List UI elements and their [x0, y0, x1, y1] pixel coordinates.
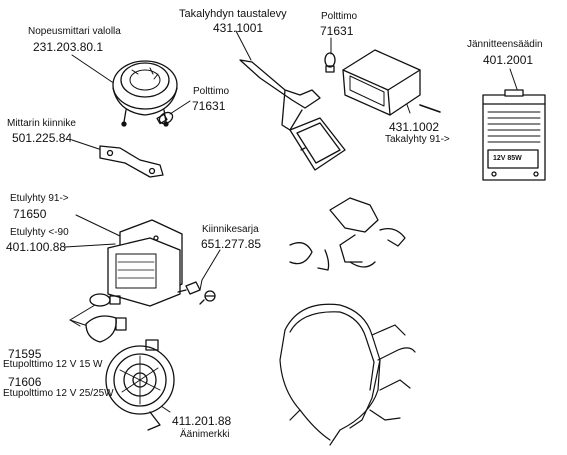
meter-bracket-title: Mittarin kiinnike [7, 118, 76, 129]
horn-title: Äänimerkki [180, 429, 230, 440]
bulb15-code: 71595 [8, 347, 42, 361]
horn-code: 411.201.88 [172, 414, 232, 428]
rear-plate-illustration [239, 59, 346, 171]
mount-kit-illustration [177, 281, 216, 305]
regulator-title: Jännitteensäädin [467, 39, 543, 50]
bulb1-code: 71631 [192, 99, 226, 113]
bulb1-title: Polttimo [193, 86, 230, 97]
speedometer-illustration [112, 60, 178, 127]
speedometer-title: Nopeusmittari valolla [28, 26, 121, 37]
front-lamp-90-title: Etulyhty <-90 [10, 227, 69, 238]
switch-illustration [289, 197, 406, 271]
mount-kit-title: Kiinnikesarja [202, 224, 259, 235]
speedometer-code: 231.203.80.1 [33, 40, 104, 54]
bulb2-title: Polttimo [321, 11, 358, 22]
bulb15-title: Etupolttimo 12 V 15 W [3, 359, 103, 370]
rear-lamp-illustration [342, 49, 441, 116]
meter-bracket-illustration [99, 145, 164, 178]
horn-illustration [105, 339, 175, 431]
bulb2-code: 71631 [320, 24, 354, 38]
bulb-71631-illustration [156, 111, 174, 125]
rear-plate-code: 431.1001 [213, 21, 264, 35]
rear-lamp-title: Takalyhty 91-> [385, 134, 450, 145]
front-lamp-91-code: 71650 [13, 207, 47, 221]
bulb25-title: Etupolttimo 12 V 25/25W [3, 388, 114, 399]
mount-kit-code: 651.277.85 [201, 237, 262, 251]
front-lamp-91-title: Etulyhty 91-> [10, 193, 69, 204]
bulb25-code: 71606 [8, 375, 42, 389]
front-lamp-90-code: 401.100.88 [6, 240, 67, 254]
front-lamp-illustration [107, 219, 183, 307]
front-bulbs-illustration [85, 293, 127, 343]
bulb-71631-top-illustration [324, 52, 336, 73]
meter-bracket-code: 501.225.84 [12, 131, 73, 145]
regulator-code: 401.2001 [483, 53, 534, 67]
regulator-marking: 12V 85W [493, 155, 522, 162]
regulator-illustration [482, 89, 546, 181]
wiring-harness-illustration [279, 303, 416, 446]
rear-plate-title: Takalyhdyn taustalevy [179, 8, 287, 20]
rear-lamp-code: 431.1002 [389, 120, 440, 134]
